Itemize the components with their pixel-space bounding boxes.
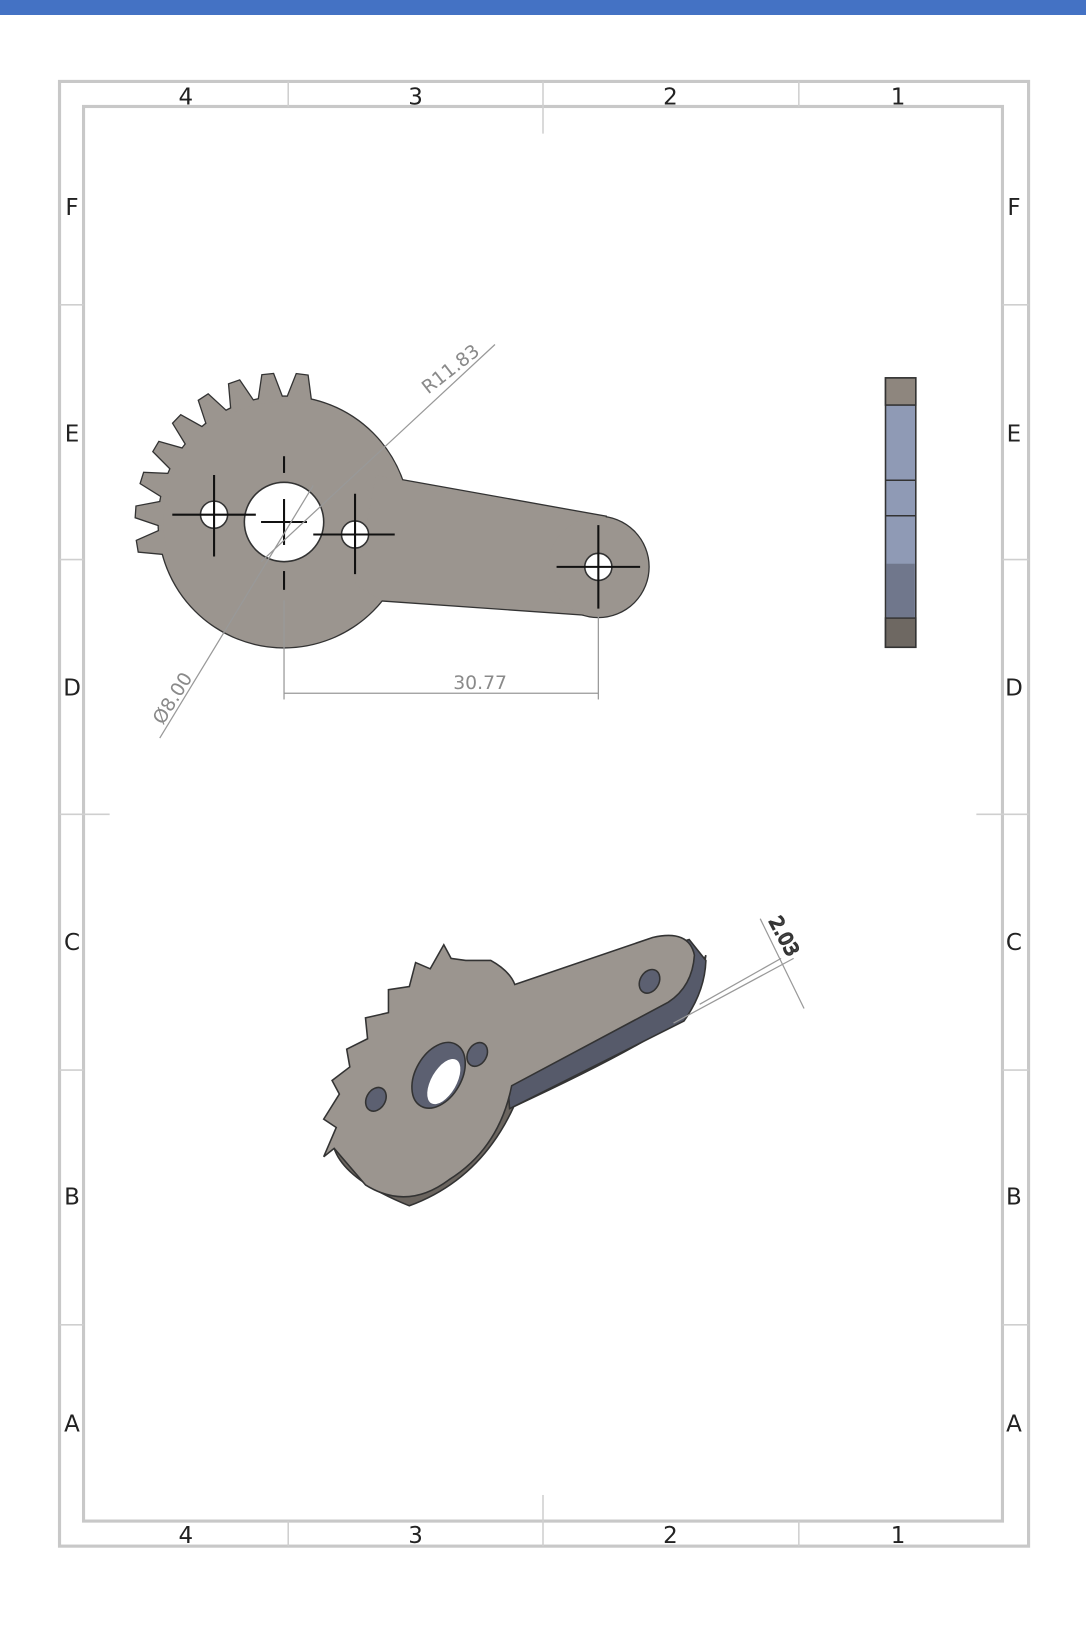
thickness-dimension: 2.03: [764, 913, 802, 960]
gear-tooth-or-arm: [258, 374, 284, 404]
row-label: C: [64, 930, 80, 956]
row-label: A: [1006, 1411, 1022, 1437]
gear-tooth-or-arm: [153, 442, 187, 472]
column-label: 3: [408, 1523, 423, 1549]
column-label: 4: [179, 1523, 194, 1549]
row-labels-left: F E D C B A: [63, 195, 81, 1437]
row-label: D: [63, 675, 81, 701]
row-label: E: [65, 422, 80, 448]
row-label: F: [65, 195, 78, 221]
column-labels-top: 4 3 2 1: [179, 84, 906, 110]
side-view: [884, 377, 917, 649]
window-title-bar: [0, 0, 1086, 15]
isometric-top-face: [322, 934, 696, 1198]
column-label: 4: [179, 84, 194, 110]
row-label: C: [1006, 930, 1022, 956]
gear-tooth-or-arm: [140, 473, 173, 499]
row-label: B: [1006, 1185, 1022, 1211]
inner-border: [81, 104, 1005, 1523]
row-label: F: [1007, 195, 1020, 221]
centerlines: [172, 456, 641, 609]
gear-tooth-or-arm: [199, 394, 230, 428]
gear-tooth-or-arm: [229, 380, 256, 413]
row-label: E: [1007, 422, 1022, 448]
gear-tooth-or-arm: [355, 475, 606, 616]
front-view: R11.83 Ø8.00 30.77: [134, 341, 650, 739]
row-label: A: [64, 1411, 80, 1437]
gear-tooth-or-arm: [286, 374, 312, 405]
gear-tooth-or-arm: [173, 415, 206, 448]
zone-dividers: [59, 81, 1029, 1547]
column-labels-bottom: 4 3 2 1: [179, 1523, 906, 1549]
gear-tooth-or-arm: [135, 501, 165, 527]
column-label: 1: [891, 1523, 906, 1549]
isometric-view: 2.03: [322, 912, 805, 1207]
diameter-dimension: Ø8.00: [149, 669, 197, 728]
row-labels-right: F E D C B A: [1005, 195, 1023, 1437]
column-label: 2: [663, 1523, 678, 1549]
outer-border: [57, 79, 1031, 1548]
row-label: B: [64, 1185, 80, 1211]
center-distance-dimension: 30.77: [453, 673, 507, 694]
row-label: D: [1005, 675, 1023, 701]
column-label: 1: [891, 84, 906, 110]
gear-tooth-or-arm: [137, 529, 168, 555]
column-label: 3: [408, 84, 423, 110]
column-label: 2: [663, 84, 678, 110]
radius-dimension: R11.83: [418, 341, 484, 399]
dimension-lines: [159, 344, 599, 739]
